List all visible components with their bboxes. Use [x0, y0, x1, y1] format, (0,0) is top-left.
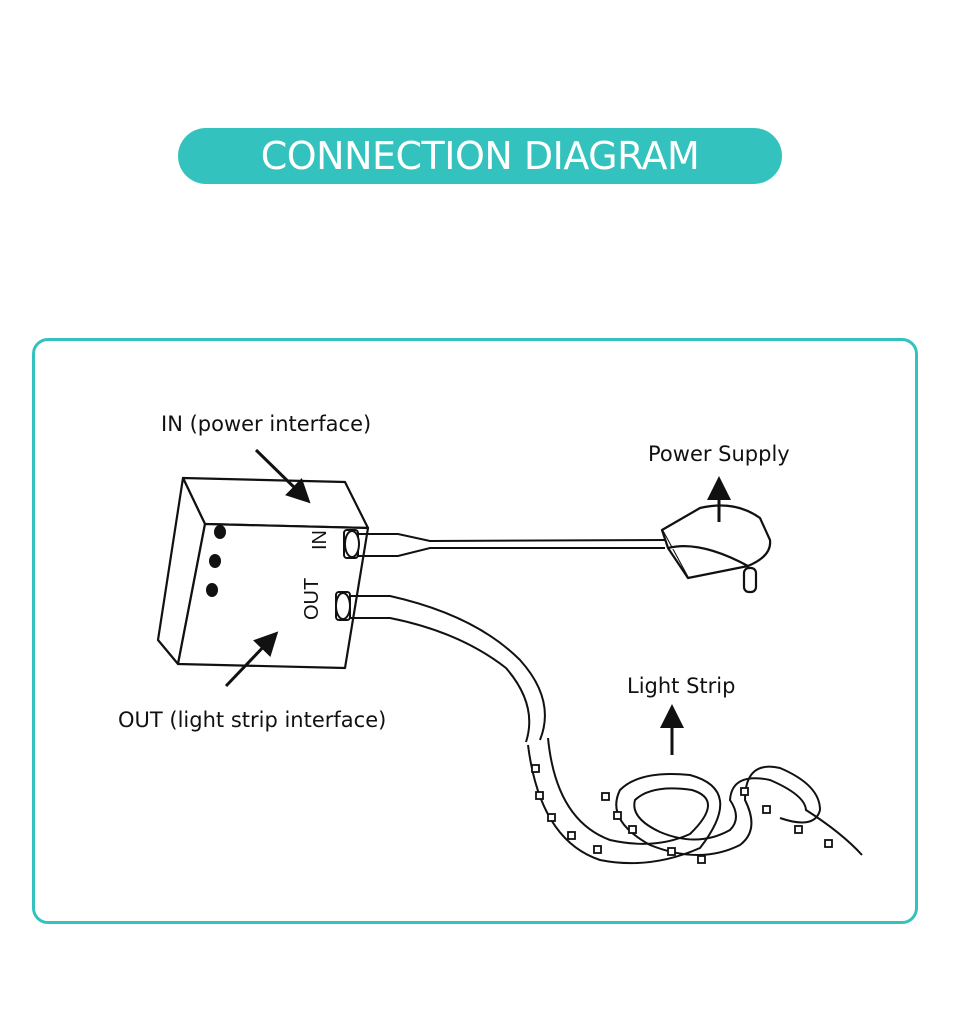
- label-power-supply: Power Supply: [648, 442, 790, 466]
- strip-leds: [531, 764, 833, 864]
- power-cable: [358, 533, 666, 557]
- label-in-power-interface: IN (power interface): [161, 412, 372, 436]
- strip-cable: [350, 595, 546, 743]
- controller-box: [156, 476, 370, 670]
- in-port-label: IN: [309, 530, 331, 550]
- label-light-strip: Light Strip: [627, 674, 736, 698]
- status-led-dots: [206, 525, 226, 597]
- title-banner: CONNECTION DIAGRAM: [178, 128, 782, 184]
- pointer-arrows: [224, 448, 731, 755]
- power-supply-adapter: [660, 504, 772, 594]
- light-strip-ribbon: [527, 737, 863, 865]
- label-out-light-strip-interface: OUT (light strip interface): [118, 708, 387, 732]
- out-port-label: OUT: [301, 578, 323, 620]
- page-title: CONNECTION DIAGRAM: [260, 134, 700, 178]
- in-port: [343, 529, 360, 559]
- out-port: [335, 591, 351, 621]
